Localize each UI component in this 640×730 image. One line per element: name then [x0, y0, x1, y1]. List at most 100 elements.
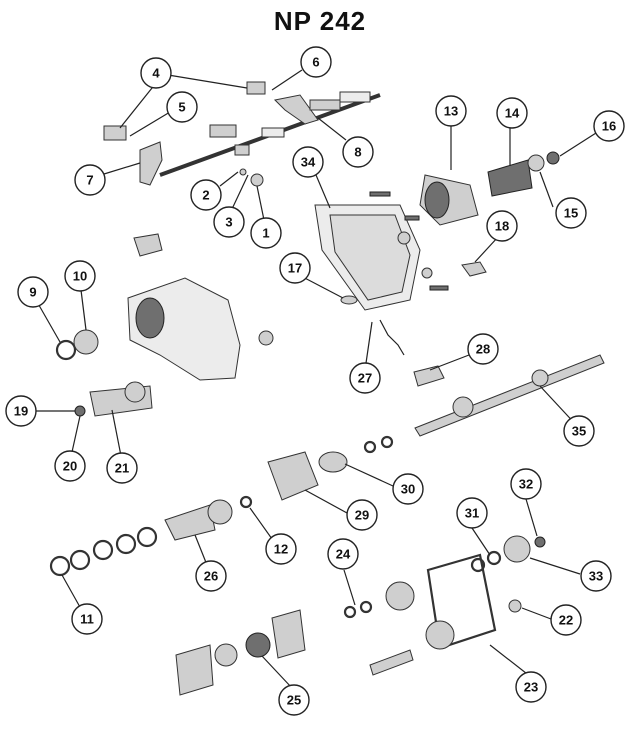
callout-15: 15: [555, 197, 587, 229]
oil-pump-25: [245, 632, 271, 658]
callout-7-label: 7: [86, 173, 93, 188]
callout-12: 12: [265, 533, 297, 565]
callout-34: 34: [292, 146, 324, 178]
callout-28: 28: [467, 333, 499, 365]
callout-19: 19: [5, 395, 37, 427]
callout-18-label: 18: [495, 219, 509, 234]
callout-4: 4: [140, 57, 172, 89]
callout-11-label: 11: [80, 612, 94, 627]
spring-top: [339, 91, 371, 103]
callout-9-label: 9: [29, 285, 36, 300]
mainshaft-gear: [531, 369, 549, 387]
bracket-28: [413, 365, 445, 387]
callout-20: 20: [54, 450, 86, 482]
callout-22: 22: [550, 604, 582, 636]
bracket-center: [209, 124, 237, 138]
shift-sector: [133, 233, 163, 257]
ring-11a: [49, 555, 71, 577]
callout-6: 6: [300, 46, 332, 78]
seal-16: [546, 151, 560, 165]
callout-23-label: 23: [524, 680, 538, 695]
yoke-boot: [487, 159, 533, 197]
detent-ball: [250, 173, 264, 187]
callout-10: 10: [64, 260, 96, 292]
callout-23: 23: [515, 671, 547, 703]
callout-11: 11: [71, 603, 103, 635]
callout-14: 14: [496, 97, 528, 129]
front-sprocket: [425, 620, 455, 650]
callout-12-label: 12: [274, 542, 288, 557]
callout-30-label: 30: [401, 482, 415, 497]
ring-24b: [359, 600, 373, 614]
snap-ring-12: [239, 495, 253, 509]
differential-29: [267, 451, 319, 501]
fork-shaft: [309, 99, 341, 111]
ring-11c: [92, 539, 114, 561]
seal-15: [527, 154, 545, 172]
extension-opening: [424, 181, 450, 219]
spring-27: [379, 319, 405, 356]
ring-31b: [486, 550, 502, 566]
callout-6-label: 6: [312, 55, 319, 70]
sprocket-33: [503, 535, 531, 563]
callout-20-label: 20: [63, 459, 77, 474]
callout-17-label: 17: [288, 261, 302, 276]
callout-28-label: 28: [476, 342, 490, 357]
callout-29: 29: [346, 499, 378, 531]
front-case-bore: [135, 297, 165, 339]
callout-21: 21: [106, 452, 138, 484]
callout-26-label: 26: [204, 569, 218, 584]
callout-8-label: 8: [354, 145, 361, 160]
snap-ring-b: [380, 435, 394, 449]
bearing-10: [73, 329, 99, 355]
mainshaft-bearing: [452, 396, 474, 418]
callout-33-label: 33: [589, 569, 603, 584]
callout-31: 31: [456, 497, 488, 529]
callout-24-label: 24: [336, 547, 351, 562]
nut-19-20: [74, 405, 86, 417]
oil-pump-body: [175, 644, 214, 696]
ring-11d: [115, 533, 137, 555]
seal-small: [258, 330, 274, 346]
callout-32-label: 32: [519, 477, 533, 492]
callout-33: 33: [580, 560, 612, 592]
callout-5: 5: [166, 91, 198, 123]
callout-24: 24: [327, 538, 359, 570]
front-output-stub: [369, 649, 414, 676]
bracket-top: [246, 81, 266, 95]
callout-18: 18: [486, 210, 518, 242]
shift-fork-right: [273, 94, 319, 125]
washer-17: [340, 295, 358, 305]
small-pin: [239, 168, 247, 176]
snap-ring-a: [363, 440, 377, 454]
ring-11b: [69, 549, 91, 571]
hub-30: [318, 451, 348, 473]
spring-mid: [261, 127, 285, 138]
case-bolt-top: [369, 191, 391, 197]
callout-16-label: 16: [602, 119, 616, 134]
callout-27-label: 27: [358, 371, 372, 386]
input-gear-teeth: [207, 499, 233, 525]
diagram-title: NP 242: [273, 6, 367, 36]
rear-case-inner: [329, 214, 411, 301]
bearing-32: [534, 536, 546, 548]
callout-14-label: 14: [505, 106, 520, 121]
callout-1-label: 1: [262, 226, 269, 241]
callout-13-label: 13: [444, 104, 458, 119]
callout-34-label: 34: [301, 155, 316, 170]
bracket-left: [103, 125, 127, 141]
plug-lower: [421, 267, 433, 279]
callout-26: 26: [195, 560, 227, 592]
ring-24a: [343, 605, 357, 619]
callout-30: 30: [392, 473, 424, 505]
oil-pump-cover: [271, 609, 306, 659]
callout-35: 35: [563, 415, 595, 447]
callout-1: 1: [250, 217, 282, 249]
callout-27: 27: [349, 362, 381, 394]
gear-24: [385, 581, 415, 611]
leader-lines: [35, 69, 597, 689]
callout-17: 17: [279, 252, 311, 284]
bearing-front-output: [124, 381, 146, 403]
lever-block: [234, 144, 250, 156]
callout-31-label: 31: [465, 506, 479, 521]
